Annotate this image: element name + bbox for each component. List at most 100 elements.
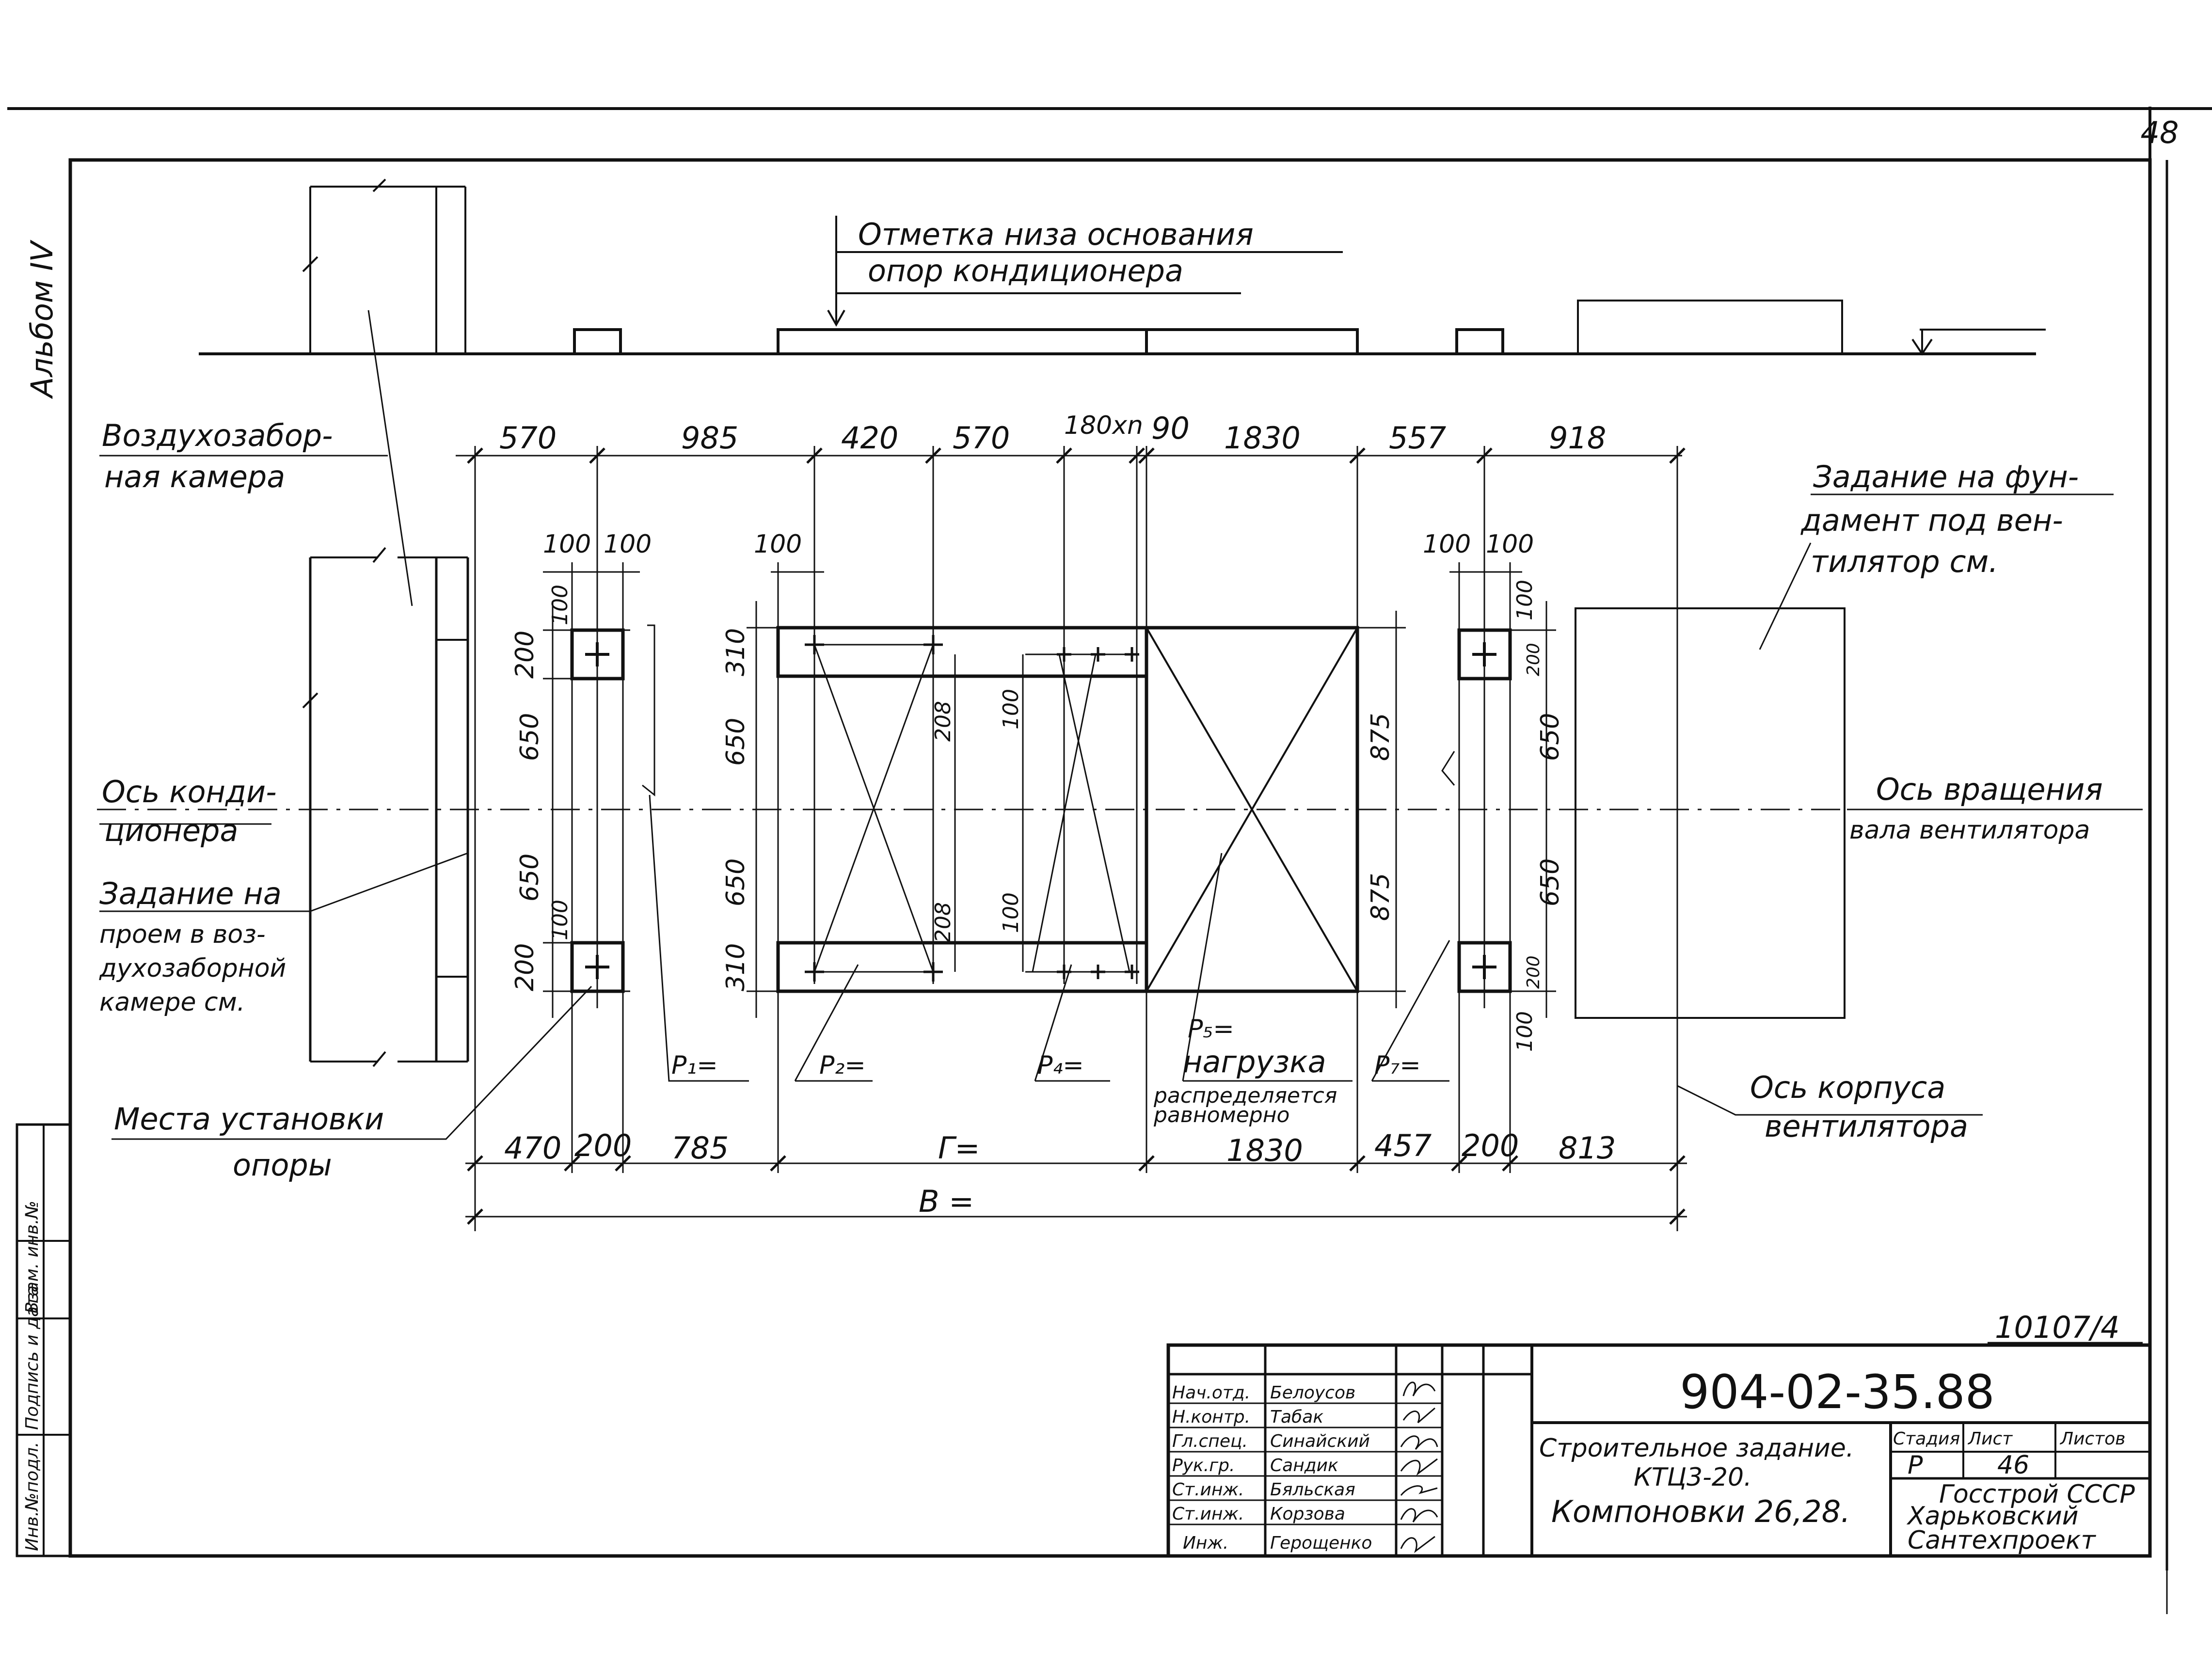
dim-top-180n: 180хn: [1064, 411, 1143, 440]
bracing-lines: [813, 644, 1137, 973]
foundation-task-1: Задание на фун-: [1813, 459, 2079, 494]
dim-top-1830: 1830: [1224, 420, 1301, 456]
dim-total: В =: [919, 1184, 974, 1219]
fan-body-axis-1: Ось корпуса: [1750, 1070, 1945, 1105]
foundation-task-3: тилятор см.: [1811, 544, 1998, 579]
dim-v-200-a: 200: [510, 631, 540, 679]
dim-v-875-a: 875: [1366, 713, 1395, 761]
dim-v-200-c: 200: [1524, 643, 1544, 676]
callout-leaders: [99, 310, 2143, 1140]
left-stamp: Инв.№подл. Подпись и дата Взам. инв.№: [16, 1123, 72, 1557]
dim-bot-200b: 200: [1462, 1128, 1519, 1163]
dim-top-570a: 570: [499, 420, 557, 456]
dim-v-650-e: 650: [1536, 713, 1565, 761]
dim-v-208-b: 208: [931, 902, 955, 943]
title-block: [1166, 1343, 2152, 1558]
dim-bot-1830: 1830: [1226, 1133, 1303, 1168]
axis-conditioner-1: Ось конди-: [102, 774, 277, 809]
dim-v-650-f: 650: [1536, 858, 1565, 906]
dim-top-420: 420: [841, 420, 898, 456]
dim-top-90: 90: [1151, 411, 1190, 446]
name-4: Бяльская: [1270, 1480, 1355, 1500]
dim-bot-g: Г=: [938, 1130, 980, 1166]
stage-value: Р: [1908, 1451, 1923, 1480]
org-line-1: Госстрой СССР: [1939, 1480, 2135, 1509]
dim-v-100-a: 100: [548, 585, 573, 625]
support-places-1: Места установки: [114, 1101, 384, 1137]
dim-v-650-c: 650: [721, 718, 750, 766]
air-intake-label-2: ная камера: [104, 459, 285, 494]
name-3: Сандик: [1270, 1456, 1338, 1475]
dim-top-570b: 570: [953, 420, 1010, 456]
note-top-line1: Отметка низа основания: [858, 217, 1254, 252]
role-1: Н.контр.: [1172, 1407, 1250, 1427]
role-3: Рук.гр.: [1172, 1456, 1235, 1475]
dim-100-e: 100: [1486, 530, 1534, 559]
dim-100-a: 100: [543, 530, 591, 559]
dim-bot-785: 785: [671, 1130, 729, 1166]
album-label: Альбом IV: [24, 239, 60, 399]
load-p5-dist1: распределяется: [1153, 1083, 1337, 1108]
role-5: Ст.инж.: [1172, 1504, 1244, 1524]
load-p2: P₂=: [819, 1051, 866, 1080]
opening-task-1: Задание на: [99, 876, 282, 911]
dim-100-c: 100: [754, 530, 802, 559]
name-1: Табак: [1270, 1407, 1323, 1427]
axis-fan-rotation-2: вала вентилятора: [1849, 816, 2090, 845]
stamp-inv-label: Инв.№подл.: [22, 1442, 42, 1551]
dim-v-650-b: 650: [515, 854, 544, 902]
elevation-view: [199, 178, 2046, 356]
stamp-sign-label: Подпись и дата: [22, 1285, 42, 1430]
dim-v-100-e: 100: [1512, 580, 1537, 620]
support-pads: [570, 628, 1512, 993]
fan-outline: [1575, 607, 1846, 1019]
opening-task-3: духозаборной: [99, 954, 286, 983]
role-0: Нач.отд.: [1172, 1383, 1250, 1403]
air-intake-label-1: Воздухозабор-: [102, 418, 333, 453]
dim-v-650-a: 650: [515, 713, 544, 761]
dim-v-310-b: 310: [721, 943, 750, 991]
dim-top-557: 557: [1389, 420, 1446, 456]
axis-fan-rotation-1: Ось вращения: [1876, 772, 2103, 807]
load-p5-dist2: равномерно: [1153, 1103, 1289, 1127]
dims-small-horizontal: 100 100 100 100 100: [543, 530, 1534, 559]
dims-bottom: 470 200 785 Г= 1830 457 200 813 В =: [504, 1128, 1616, 1219]
stage-header: Стадия: [1893, 1429, 1960, 1449]
axis-conditioner-2: ционера: [104, 813, 238, 848]
name-0: Белоусов: [1270, 1383, 1355, 1403]
dim-v-208-a: 208: [931, 701, 955, 742]
dim-v-100-d: 100: [999, 892, 1023, 933]
title-desc-2: КТЦ3-20.: [1634, 1463, 1752, 1492]
foundation-task-2: дамент под вен-: [1800, 503, 2063, 538]
dim-bot-813: 813: [1559, 1130, 1616, 1166]
load-p5-title: P₅=: [1188, 1015, 1234, 1044]
title-desc-3: Компоновки 26,28.: [1551, 1494, 1850, 1529]
dim-bot-200a: 200: [574, 1128, 632, 1163]
name-6: Герощенко: [1270, 1533, 1372, 1553]
air-intake-chamber: [302, 547, 469, 1067]
dim-v-310-a: 310: [721, 628, 750, 676]
role-4: Ст.инж.: [1172, 1480, 1244, 1500]
dim-v-200-b: 200: [510, 943, 540, 991]
dim-v-100-b: 100: [548, 900, 573, 940]
opening-task-4: камере см.: [99, 988, 245, 1017]
load-p5-load: нагрузка: [1183, 1044, 1326, 1079]
name-5: Корзова: [1270, 1504, 1345, 1524]
dim-v-875-b: 875: [1366, 873, 1395, 921]
dim-v-100-f: 100: [1512, 1011, 1537, 1052]
dims-top: 570 985 420 570 180хn 90 1830 557 918: [499, 411, 1606, 456]
dim-top-918: 918: [1549, 420, 1606, 456]
dim-100-d: 100: [1423, 530, 1471, 559]
opening-task-2: проем в воз-: [99, 920, 266, 949]
load-p4: P₄=: [1037, 1051, 1084, 1080]
sheet-value: 46: [1997, 1451, 2029, 1480]
note-top-line2: опор кондиционера: [868, 253, 1183, 288]
dim-100-b: 100: [604, 530, 652, 559]
load-p7: P₇=: [1374, 1051, 1421, 1080]
role-6: Инж.: [1183, 1533, 1228, 1553]
dimension-ticks: [467, 447, 1686, 1225]
sheets-header: Листов: [2059, 1429, 2125, 1449]
load-p1: P₁=: [671, 1051, 718, 1080]
org-line-3: Сантехпроект: [1908, 1526, 2096, 1555]
